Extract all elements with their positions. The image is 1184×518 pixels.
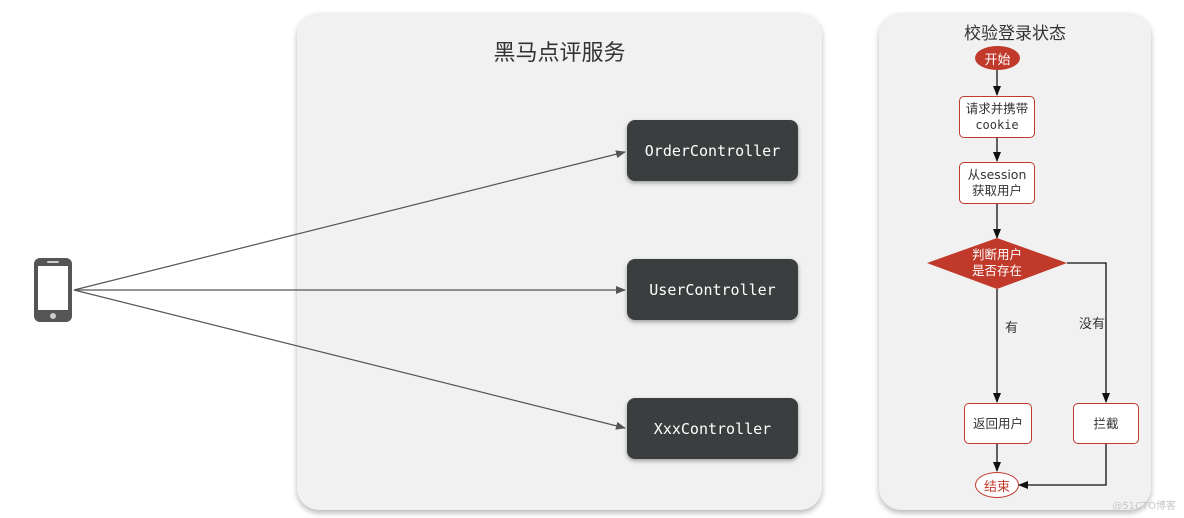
decision-diamond <box>927 238 1067 289</box>
end-node: 结束 <box>975 472 1019 498</box>
intercept-node: 拦截 <box>1073 403 1139 444</box>
request-with-cookie-node: 请求并携带 cookie <box>959 96 1035 138</box>
no-label: 没有 <box>1079 317 1106 332</box>
get-user-from-session-line2: 获取用户 <box>971 183 1022 198</box>
return-user-node: 返回用户 <box>964 403 1032 444</box>
watermark: @51CTO博客 <box>1112 501 1176 512</box>
arrow-phone-to-order <box>73 150 626 291</box>
yes-label: 有 <box>1005 321 1019 336</box>
xxx-controller[interactable]: XxxController <box>627 398 798 459</box>
arrow-decision-to-intercept <box>1067 262 1110 403</box>
smartphone-icon[interactable] <box>33 257 73 323</box>
get-user-from-session-node: 从session 获取用户 <box>959 162 1035 204</box>
start-node: 开始 <box>975 46 1020 70</box>
arrow-intercept-to-end <box>1018 444 1107 489</box>
user-controller[interactable]: UserController <box>627 259 798 320</box>
flow-title: 校验登录状态 <box>964 24 1066 44</box>
decision-line2: 是否存在 <box>971 263 1022 278</box>
decision-line1: 判断用户 <box>971 247 1022 262</box>
arrow-phone-to-xxx <box>73 289 626 430</box>
request-with-cookie-line1: 请求并携带 <box>965 101 1029 116</box>
decision-label: 判断用户 是否存在 <box>957 247 1037 279</box>
service-title: 黑马点评服务 <box>493 41 626 66</box>
get-user-from-session-line1: 从session <box>967 167 1027 182</box>
request-with-cookie-line2: cookie <box>975 118 1019 132</box>
order-controller[interactable]: OrderController <box>627 120 798 181</box>
